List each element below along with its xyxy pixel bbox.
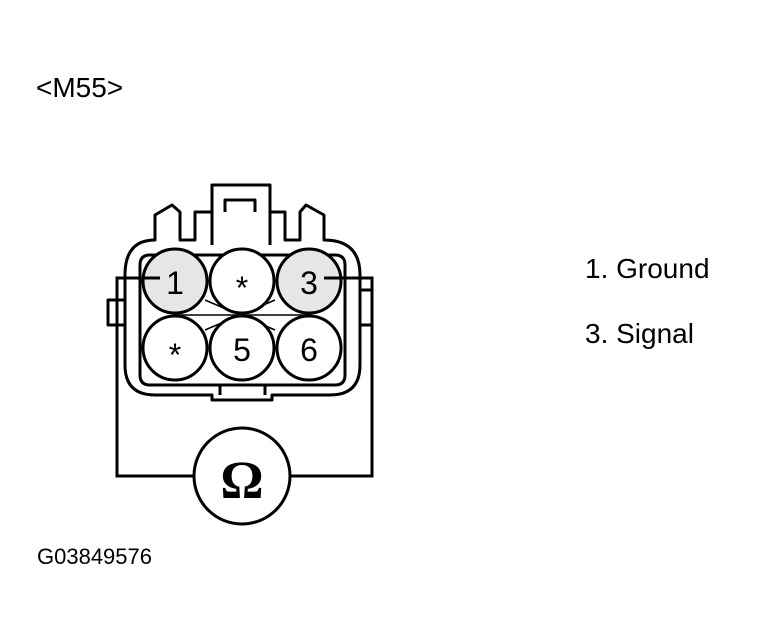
pin-5 <box>208 314 276 382</box>
lead-ground <box>115 276 193 478</box>
legend-signal: 3. Signal <box>585 318 694 349</box>
connector-id-label: <M55> <box>36 72 124 103</box>
pin-4-label: * <box>169 337 181 373</box>
pin-3-label: 3 <box>300 265 318 301</box>
connector-housing <box>123 183 362 402</box>
cavity <box>138 253 347 387</box>
pin-5-label: 5 <box>233 332 251 368</box>
pin-6 <box>275 314 343 382</box>
pin-4 <box>141 314 209 382</box>
pin-2-label: * <box>236 270 248 306</box>
pin-1 <box>141 247 209 315</box>
legend-ground: 1. Ground <box>585 253 710 284</box>
pin-2 <box>208 247 276 315</box>
lead-signal <box>290 276 374 478</box>
pin-1-label: 1 <box>166 265 184 301</box>
pin-3 <box>275 247 343 315</box>
ohm-symbol: Ω <box>220 450 263 510</box>
figure-code: G03849576 <box>37 544 152 569</box>
pin-6-label: 6 <box>300 332 318 368</box>
side-tab-right <box>360 288 374 327</box>
latch <box>223 198 257 212</box>
ohmmeter-icon <box>192 426 292 526</box>
